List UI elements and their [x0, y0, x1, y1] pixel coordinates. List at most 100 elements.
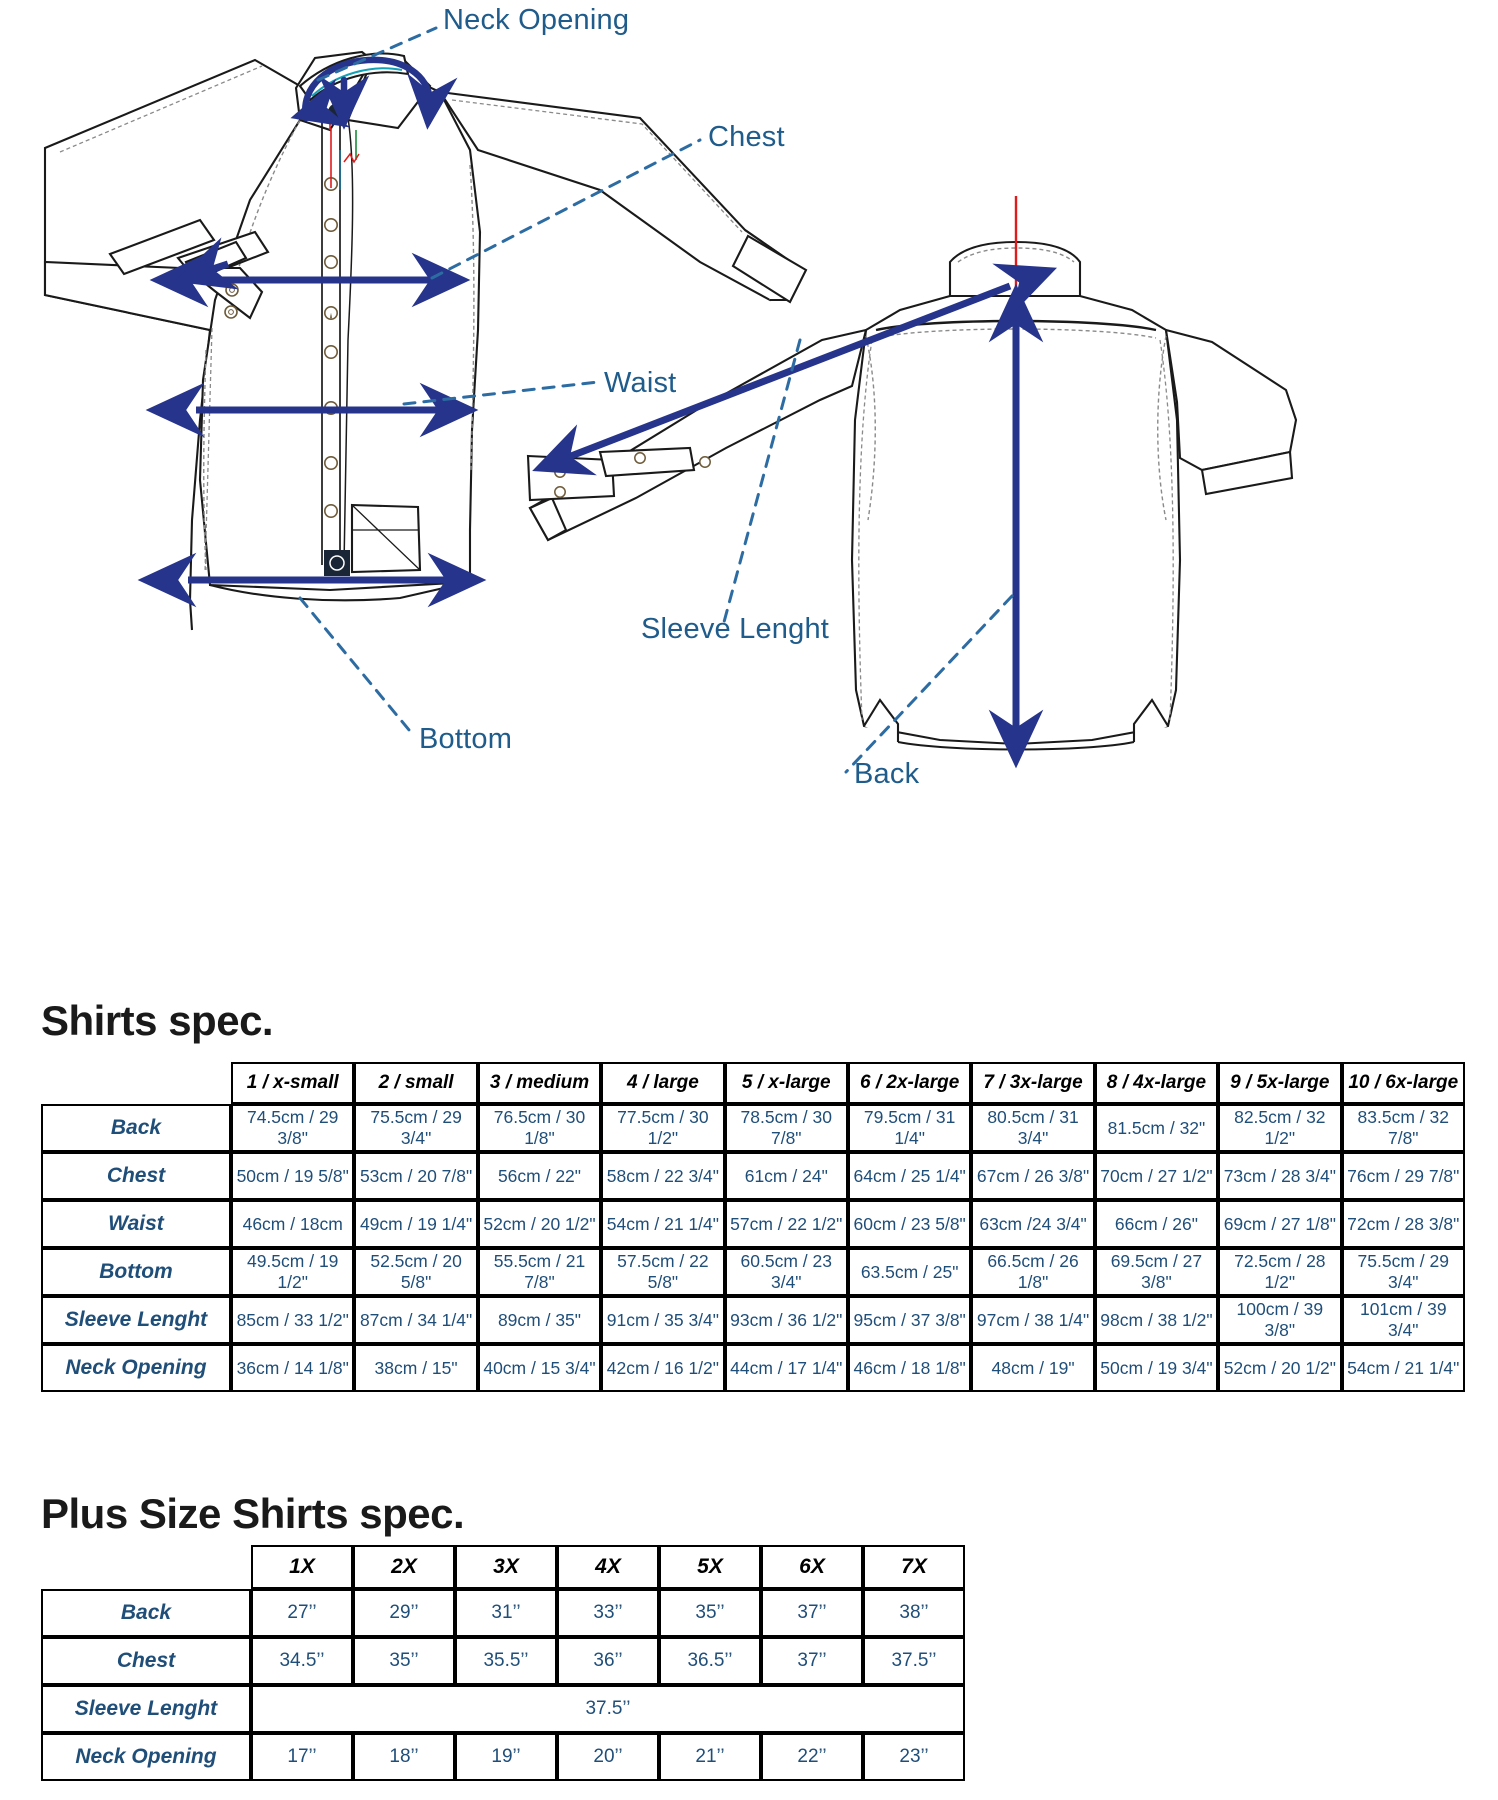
cuff-measure-arrow — [174, 237, 239, 290]
shirts-spec-column-header: 8 / 4x-large — [1094, 1062, 1219, 1104]
plus-spec-cell: 27’’ — [251, 1589, 353, 1637]
shirts-spec-cell: 42cm / 16 1/2" — [601, 1344, 725, 1392]
plus-spec-cell: 37.5’’ — [863, 1637, 965, 1685]
shirts-spec-cell: 95cm / 37 3/8" — [847, 1296, 972, 1344]
plus-spec-cell: 19’’ — [455, 1733, 557, 1781]
plus-spec-row-header: Sleeve Lenght — [41, 1685, 251, 1733]
shirts-spec-cell: 46cm / 18cm — [231, 1200, 355, 1248]
shirts-spec-corner-cell — [41, 1062, 231, 1104]
shirts-spec-cell: 79.5cm / 31 1/4" — [847, 1104, 972, 1152]
shirts-spec-cell: 91cm / 35 3/4" — [601, 1296, 725, 1344]
plus-spec-cell: 35.5’’ — [455, 1637, 557, 1685]
shirts-spec-row-header: Back — [41, 1104, 231, 1152]
shirts-spec-cell: 40cm / 15 3/4" — [477, 1344, 602, 1392]
shirts-spec-cell: 76.5cm / 30 1/8" — [477, 1104, 602, 1152]
shirts-spec-cell: 48cm / 19" — [971, 1344, 1095, 1392]
shirts-spec-cell: 38cm / 15" — [354, 1344, 478, 1392]
shirts-spec-cell: 72cm / 28 3/8" — [1341, 1200, 1465, 1248]
shirts-spec-cell: 54cm / 21 1/4" — [1341, 1344, 1465, 1392]
shirts-spec-cell: 52.5cm / 20 5/8" — [354, 1248, 478, 1296]
plus-spec-cell: 21’’ — [659, 1733, 761, 1781]
shirts-spec-cell: 55.5cm / 21 7/8" — [477, 1248, 602, 1296]
plus-spec-cell: 36.5’’ — [659, 1637, 761, 1685]
shirts-spec-cell: 64cm / 25 1/4" — [847, 1152, 972, 1200]
shirts-spec-cell: 70cm / 27 1/2" — [1094, 1152, 1219, 1200]
shirts-spec-cell: 63cm /24 3/4" — [971, 1200, 1095, 1248]
sleeve-length-arrow — [532, 263, 1057, 476]
shirts-spec-column-header: 5 / x-large — [724, 1062, 848, 1104]
plus-spec-column-header: 7X — [863, 1545, 965, 1589]
shirts-spec-cell: 75.5cm / 29 3/4" — [1341, 1248, 1465, 1296]
shirts-spec-cell: 85cm / 33 1/2" — [231, 1296, 355, 1344]
shirts-spec-cell: 60cm / 23 5/8" — [847, 1200, 972, 1248]
plus-spec-cell: 37’’ — [761, 1637, 863, 1685]
shirts-spec-cell: 49cm / 19 1/4" — [354, 1200, 478, 1248]
shirts-spec-cell: 78.5cm / 30 7/8" — [724, 1104, 848, 1152]
shirts-spec-cell: 93cm / 36 1/2" — [724, 1296, 848, 1344]
shirts-spec-cell: 77.5cm / 30 1/2" — [601, 1104, 725, 1152]
shirts-spec-cell: 50cm / 19 5/8" — [231, 1152, 355, 1200]
shirts-spec-cell: 73cm / 28 3/4" — [1218, 1152, 1342, 1200]
plus-spec-cell: 33’’ — [557, 1589, 659, 1637]
shirts-spec-cell: 75.5cm / 29 3/4" — [354, 1104, 478, 1152]
plus-spec-column-header: 4X — [557, 1545, 659, 1589]
shirts-spec-column-header: 9 / 5x-large — [1218, 1062, 1342, 1104]
plus-spec-column-header: 1X — [251, 1545, 353, 1589]
shirts-spec-cell: 60.5cm / 23 3/4" — [724, 1248, 848, 1296]
plus-spec-cell: 22’’ — [761, 1733, 863, 1781]
shirt-diagram-svg — [43, 26, 1298, 774]
plus-spec-cell: 29’’ — [353, 1589, 455, 1637]
shirts-spec-cell: 100cm / 39 3/8" — [1218, 1296, 1342, 1344]
shirts-spec-heading: Shirts spec. — [41, 997, 274, 1044]
plus-spec-cell: 20’’ — [557, 1733, 659, 1781]
plus-spec-cell-merged: 37.5’’ — [251, 1685, 965, 1733]
shirts-spec-cell: 61cm / 24" — [724, 1152, 848, 1200]
plus-size-spec-heading: Plus Size Shirts spec. — [41, 1490, 465, 1537]
plus-spec-cell: 18’’ — [353, 1733, 455, 1781]
shirts-spec-cell: 52cm / 20 1/2" — [1218, 1344, 1342, 1392]
shirts-spec-cell: 54cm / 21 1/4" — [601, 1200, 725, 1248]
shirts-spec-column-header: 3 / medium — [477, 1062, 602, 1104]
leader-back — [844, 594, 1014, 774]
plus-spec-cell: 37’’ — [761, 1589, 863, 1637]
plus-spec-column-header: 6X — [761, 1545, 863, 1589]
leader-chest — [430, 138, 702, 280]
shirts-spec-cell: 52cm / 20 1/2" — [477, 1200, 602, 1248]
shirts-spec-cell: 57cm / 22 1/2" — [724, 1200, 848, 1248]
diagram-label-neck-opening: Neck Opening — [443, 4, 630, 36]
neck-opening-arrow — [290, 56, 458, 130]
shirts-spec-cell: 89cm / 35" — [477, 1296, 602, 1344]
plus-spec-cell: 38’’ — [863, 1589, 965, 1637]
shirts-spec-cell: 81.5cm / 32" — [1094, 1104, 1219, 1152]
shirts-spec-cell: 50cm / 19 3/4" — [1094, 1344, 1219, 1392]
leader-waist — [402, 380, 600, 406]
diagram-label-back: Back — [854, 758, 920, 790]
plus-spec-column-header: 5X — [659, 1545, 761, 1589]
shirts-spec-row-header: Bottom — [41, 1248, 231, 1296]
shirts-spec-column-header: 4 / large — [601, 1062, 725, 1104]
shirts-spec-cell: 76cm / 29 7/8" — [1341, 1152, 1465, 1200]
shirts-spec-cell: 44cm / 17 1/4" — [724, 1344, 848, 1392]
plus-spec-row-header: Chest — [41, 1637, 251, 1685]
shirts-spec-column-header: 1 / x-small — [231, 1062, 355, 1104]
plus-spec-column-header: 3X — [455, 1545, 557, 1589]
plus-spec-cell: 23’’ — [863, 1733, 965, 1781]
back-shirt-illustration — [526, 240, 1298, 751]
diagram-label-bottom: Bottom — [419, 723, 513, 755]
shirts-spec-row-header: Waist — [41, 1200, 231, 1248]
shirts-spec-column-header: 7 / 3x-large — [971, 1062, 1095, 1104]
plus-spec-row-header: Neck Opening — [41, 1733, 251, 1781]
shirts-spec-cell: 36cm / 14 1/8" — [231, 1344, 355, 1392]
plus-spec-cell: 35’’ — [353, 1637, 455, 1685]
shirts-spec-cell: 101cm / 39 3/4" — [1341, 1296, 1465, 1344]
shirts-spec-cell: 97cm / 38 1/4" — [971, 1296, 1095, 1344]
shirts-spec-cell: 66.5cm / 26 1/8" — [971, 1248, 1095, 1296]
